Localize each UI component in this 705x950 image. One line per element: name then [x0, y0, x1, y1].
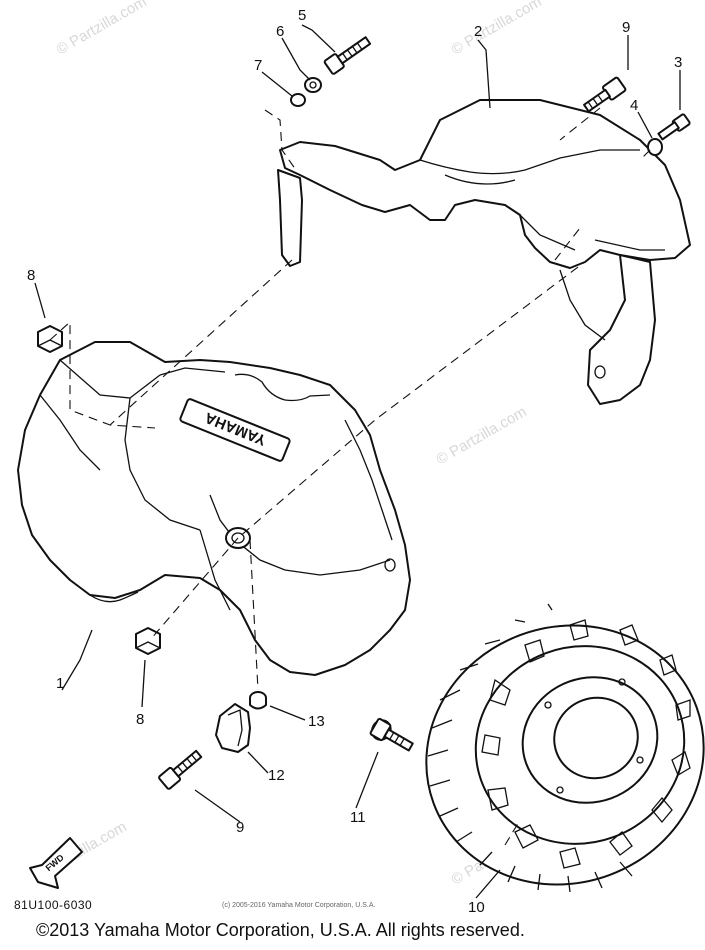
copyright-notice: ©2013 Yamaha Motor Corporation, U.S.A. A… [36, 920, 525, 940]
callouts: 5 6 7 2 9 3 4 8 1 8 13 12 11 9 10 [27, 7, 682, 916]
bolt-part-9-upper [583, 76, 627, 113]
flywheel-fins [427, 603, 633, 893]
leader-lines [34, 24, 681, 899]
callout-6: 6 [276, 23, 284, 40]
flywheel-windows [481, 619, 691, 869]
assembly-lines [49, 107, 651, 846]
callout-8-lower: 8 [136, 711, 144, 728]
callout-9-lower: 9 [236, 819, 244, 836]
callout-2: 2 [474, 23, 482, 40]
clamp-part-12 [215, 703, 251, 753]
watermark: © Partzilla.com [54, 0, 150, 58]
diagram-part-code: 81U100-6030 [14, 898, 93, 912]
washer-hole [309, 81, 317, 89]
washer-part-4 [647, 138, 663, 156]
callout-10: 10 [468, 899, 485, 916]
flywheel-part-10 [425, 603, 705, 893]
washer-part-6 [304, 77, 322, 93]
fine-print-copyright: (c) 2005-2016 Yamaha Motor Corporation, … [222, 902, 376, 909]
watermark: © Partzilla.com [449, 0, 545, 58]
callout-1: 1 [56, 675, 64, 692]
upper-shroud-part-2 [277, 99, 691, 405]
washer-part-7 [290, 93, 306, 107]
bolt-part-3 [657, 113, 691, 141]
forward-arrow-icon: FWD [29, 837, 83, 889]
watermark: © Partzilla.com [434, 403, 530, 468]
nut-part-8-upper [37, 325, 63, 353]
callout-13: 13 [308, 713, 325, 730]
callout-3: 3 [674, 54, 682, 71]
nut-part-8-lower [135, 627, 161, 655]
callout-11: 11 [350, 809, 366, 826]
callout-9-upper: 9 [622, 19, 630, 36]
bolt-part-5 [323, 36, 372, 75]
callout-12: 12 [268, 767, 285, 784]
callout-4: 4 [630, 97, 638, 114]
callout-5: 5 [298, 7, 306, 24]
bolt-part-9-lower [158, 749, 203, 790]
callout-8-upper: 8 [27, 267, 35, 284]
bolt-part-11 [369, 717, 414, 752]
callout-7: 7 [254, 57, 262, 74]
cooling-shroud-part-1: YAMAHA [17, 341, 411, 676]
spacer-part-13 [249, 691, 267, 710]
